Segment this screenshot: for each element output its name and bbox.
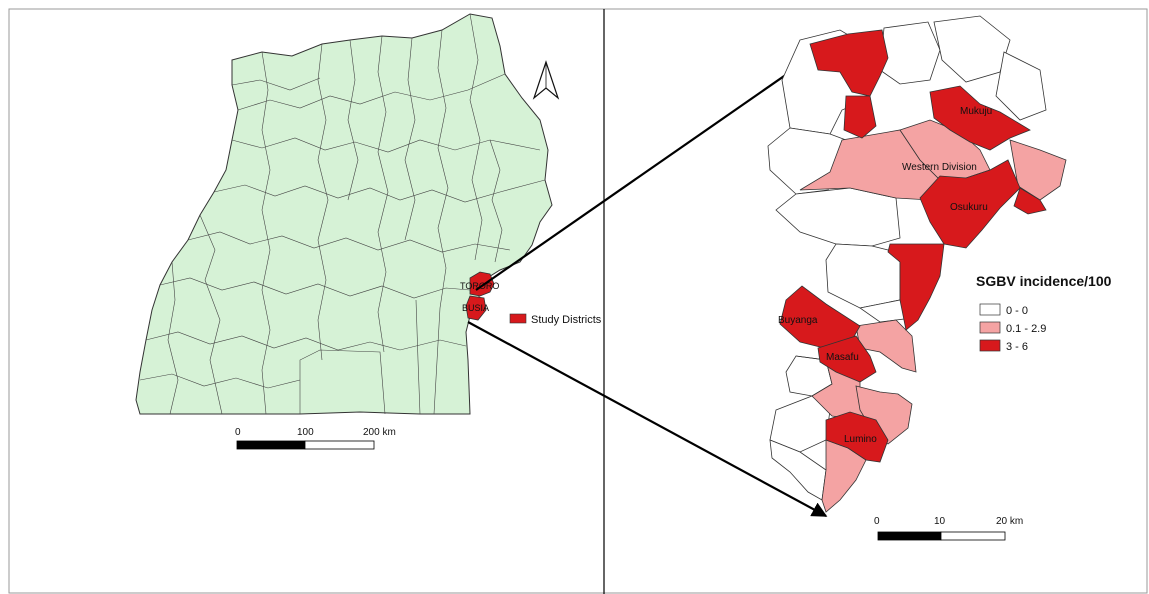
legend-swatch-high (979, 339, 1001, 352)
district-label-tororo: TORORO (460, 281, 499, 291)
legend-entries: 0 - 0 0.1 - 2.9 3 - 6 (979, 303, 1046, 353)
overview-map: TORORO BUSIA Study Districts 0 100 200 k… (135, 13, 602, 450)
detail-scale-bar (877, 531, 1006, 541)
legend-label-low: 0.1 - 2.9 (1006, 323, 1046, 335)
place-label-buyanga: Buyanga (778, 315, 818, 326)
subcounty-zero (933, 15, 1011, 83)
figure-frame (8, 8, 1148, 594)
subcounty-high (843, 95, 877, 139)
detail-scale-tick-20: 20 km (996, 516, 1023, 527)
zoom-arrow-bottom (467, 321, 828, 517)
detail-scale-tick-10: 10 (934, 516, 946, 527)
overview-scale-tick-0: 0 (235, 427, 241, 438)
subcounty-high (817, 335, 877, 383)
subcounty-zero (775, 187, 901, 247)
subcounty-zero (769, 439, 827, 501)
uganda-outline (135, 13, 553, 415)
subcounty-high (809, 29, 889, 97)
subcounty-high (919, 159, 1021, 249)
legend-label-zero: 0 - 0 (1006, 305, 1028, 317)
overview-scale-tick-100: 100 (297, 427, 314, 438)
place-label-western-division: Western Division (902, 162, 977, 173)
legend-title: SGBV incidence/100 (976, 273, 1112, 289)
detail-map (767, 15, 1067, 513)
north-arrow-icon (532, 60, 560, 100)
subcounty-zero (825, 243, 901, 309)
subcounty-high (929, 85, 1031, 151)
district-label-busia: BUSIA (462, 303, 489, 313)
overview-district-boundaries (139, 13, 546, 415)
subcounty-low (1009, 139, 1067, 201)
subcounty-zero (879, 21, 941, 85)
study-district-busia (465, 295, 487, 321)
subcounty-high (1013, 187, 1047, 215)
place-label-lumino: Lumino (844, 434, 877, 445)
zoom-arrow-top (475, 39, 838, 291)
legend-label-high: 3 - 6 (1006, 341, 1028, 353)
legend-label-study-districts: Study Districts (531, 314, 602, 326)
subcounty-high (887, 243, 945, 331)
subcounty-zero (995, 51, 1047, 121)
place-label-masafu: Masafu (826, 352, 859, 363)
detail-scale-tick-0: 0 (874, 516, 880, 527)
place-label-mukuju: Mukuju (960, 106, 992, 117)
overview-scale-bar (236, 440, 375, 450)
legend-swatch-study-districts (509, 313, 527, 324)
overview-scale-tick-200: 200 km (363, 427, 396, 438)
subcounty-high (825, 411, 889, 463)
place-label-osukuru: Osukuru (950, 202, 988, 213)
legend-swatch-low (979, 321, 1001, 334)
legend-swatch-zero (979, 303, 1001, 316)
